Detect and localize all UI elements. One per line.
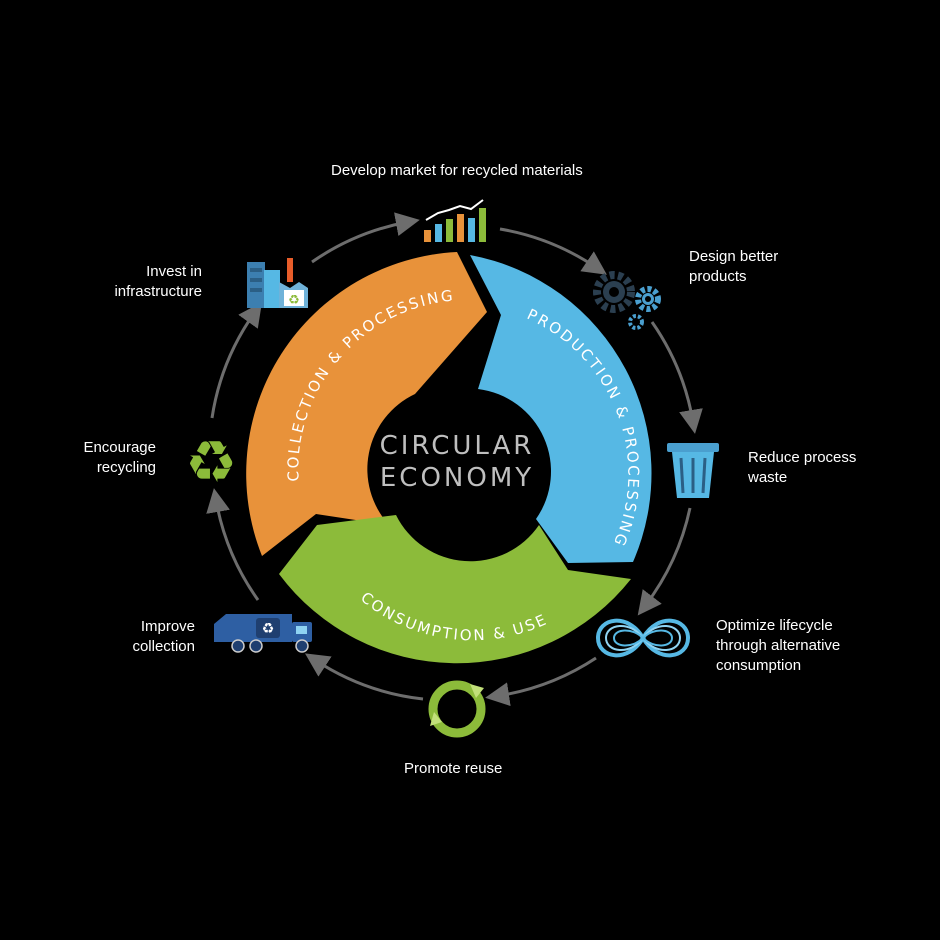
center-title-line2: ECONOMY (380, 463, 534, 493)
label-reduce-process-waste: Reduce process waste (748, 449, 857, 486)
label-promote-reuse: Promote reuse (404, 760, 503, 777)
arrow-to-design-better (499, 227, 607, 275)
arrow-to-promote-reuse (485, 656, 597, 707)
svg-text:♻: ♻ (288, 293, 300, 308)
center-title-line1: CIRCULAR (380, 431, 535, 461)
factory-icon: ♻ (247, 258, 308, 308)
label-design-better-products: Design better products (689, 248, 779, 285)
recycling-truck-icon: ♻ (214, 614, 312, 653)
bar-chart-icon (424, 199, 486, 242)
label-invest-infrastructure: Invest in infrastructure (114, 263, 202, 300)
arrow-to-reduce-waste (650, 321, 703, 434)
infinity-loop-icon (595, 618, 691, 658)
outer-cycle-arrows (206, 212, 703, 707)
label-optimize-lifecycle: Optimize lifecycle through alternative c… (716, 617, 841, 674)
arrow-to-develop-market (311, 212, 420, 264)
gears-icon (593, 271, 661, 330)
svg-text:♻: ♻ (262, 621, 275, 637)
recycle-symbol-icon: ♻ (185, 428, 237, 496)
segment-consumption-use (279, 515, 631, 664)
svg-text:♻: ♻ (185, 428, 237, 496)
trash-bin-icon (667, 443, 719, 498)
label-improve-collection: Improve collection (132, 618, 195, 655)
reuse-cycle-icon (428, 680, 486, 738)
segment-collection-processing (246, 252, 487, 556)
arrow-to-improve-collection (304, 653, 424, 701)
arrow-to-invest-infrastructure (210, 302, 262, 419)
label-encourage-recycling: Encourage recycling (83, 439, 156, 476)
arrow-to-encourage-recycling (206, 488, 260, 601)
arrow-to-optimize-lifecycle (637, 507, 692, 616)
segment-production-processing (470, 255, 652, 563)
label-develop-market: Develop market for recycled materials (331, 162, 583, 179)
